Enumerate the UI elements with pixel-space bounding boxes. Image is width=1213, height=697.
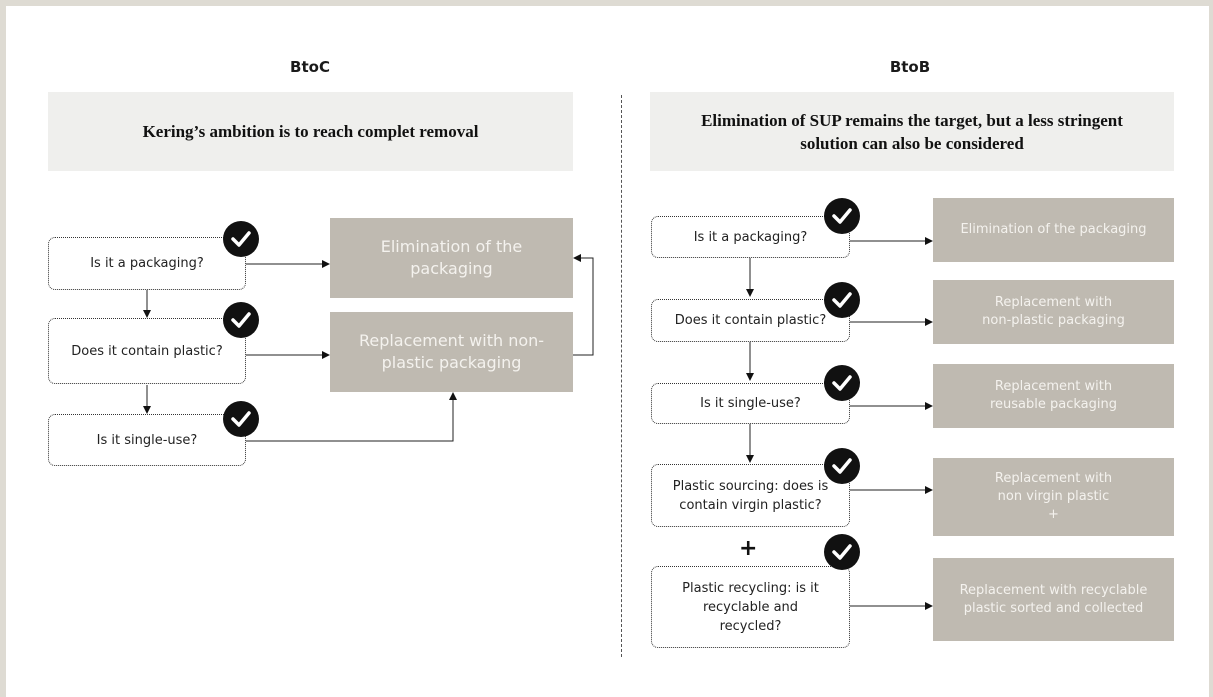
check-glyph-icon [832, 544, 852, 560]
btob-question-recyclable: Plastic recycling: is it recyclable and … [651, 566, 850, 648]
frame-top-border [0, 0, 1213, 6]
btoc-question-plastic: Does it contain plastic? [48, 318, 246, 384]
btoc-title: BtoC [290, 58, 330, 76]
btob-answer-non-virgin: Replacement with non virgin plastic + [933, 458, 1174, 536]
frame-right-border [1209, 0, 1213, 697]
btob-question-recyclable-text: Plastic recycling: is it recyclable and … [682, 580, 819, 634]
btob-question-packaging: Is it a packaging? [651, 216, 850, 258]
checkmark-circle-icon [223, 302, 259, 338]
btob-answer-recyclable: Replacement with recyclable plastic sort… [933, 558, 1174, 641]
btoc-question-single-use: Is it single-use? [48, 414, 246, 466]
checkmark-circle-icon [223, 221, 259, 257]
check-glyph-icon [832, 375, 852, 391]
checkmark-circle-icon [824, 282, 860, 318]
check-glyph-icon [231, 312, 251, 328]
checkmark-circle-icon [223, 401, 259, 437]
btob-question-virgin-plastic: Plastic sourcing: does is contain virgin… [651, 464, 850, 527]
btob-question-virgin-plastic-text: Plastic sourcing: does is contain virgin… [672, 478, 829, 513]
btob-answer-reusable: Replacement with reusable packaging [933, 364, 1174, 428]
btob-title: BtoB [889, 58, 931, 76]
btoc-arrow-a2-a1 [573, 254, 594, 356]
check-glyph-icon [231, 411, 251, 427]
btob-banner: Elimination of SUP remains the target, b… [650, 92, 1174, 171]
btoc-answer-elimination: Elimination of the packaging [330, 218, 573, 298]
btob-question-plastic: Does it contain plastic? [651, 299, 850, 342]
plus-sign: + [739, 536, 758, 561]
frame-left-border [0, 0, 6, 697]
check-glyph-icon [832, 458, 852, 474]
checkmark-circle-icon [824, 448, 860, 484]
btoc-banner: Kering’s ambition is to reach complet re… [48, 92, 573, 171]
btoc-answer-replacement-text: Replacement with non-plastic packaging [358, 331, 545, 372]
btoc-answer-replacement: Replacement with non-plastic packaging [330, 312, 573, 392]
check-glyph-icon [832, 292, 852, 308]
checkmark-circle-icon [824, 534, 860, 570]
btoc-question-packaging: Is it a packaging? [48, 237, 246, 290]
check-glyph-icon [231, 231, 251, 247]
checkmark-circle-icon [824, 365, 860, 401]
btoc-banner-text: Kering’s ambition is to reach complet re… [142, 122, 479, 141]
btob-answer-non-plastic: Replacement with non-plastic packaging [933, 280, 1174, 344]
btob-answer-elimination: Elimination of the packaging [933, 198, 1174, 262]
btob-banner-text: Elimination of SUP remains the target, b… [701, 110, 1123, 153]
column-divider [621, 95, 622, 657]
btoc-arrow-q3-a2 [246, 392, 457, 442]
btoc-answer-elimination-text: Elimination of the packaging [380, 237, 523, 278]
checkmark-circle-icon [824, 198, 860, 234]
check-glyph-icon [832, 208, 852, 224]
btob-question-single-use: Is it single-use? [651, 383, 850, 424]
